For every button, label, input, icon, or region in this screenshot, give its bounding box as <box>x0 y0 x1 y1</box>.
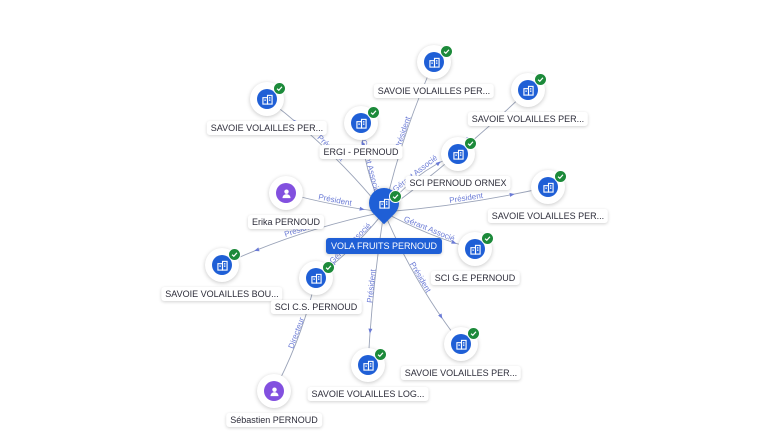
edge-center-n12 <box>367 211 385 366</box>
node-label[interactable]: SAVOIE VOLAILLES PER... <box>467 112 589 126</box>
edge-arrow-icon <box>368 328 373 334</box>
verified-check-icon <box>273 82 286 95</box>
edge-arrow-icon <box>451 239 457 244</box>
node-label[interactable]: VOLA FRUITS PERNOUD <box>325 238 443 254</box>
building-icon <box>257 89 277 109</box>
building-icon <box>448 144 468 164</box>
node-circle[interactable] <box>441 137 475 171</box>
verified-check-icon <box>554 170 567 183</box>
verified-check-icon <box>534 73 547 86</box>
building-icon <box>518 80 538 100</box>
node-circle[interactable] <box>458 232 492 266</box>
edge-arrow-icon <box>435 161 441 167</box>
building-icon <box>538 177 558 197</box>
person-icon <box>264 381 284 401</box>
verified-check-icon <box>467 327 480 340</box>
edge-center-n6 <box>383 186 549 213</box>
verified-check-icon <box>374 348 387 361</box>
edge-label: Directeur <box>287 316 307 350</box>
edge-label: Président <box>318 192 354 207</box>
building-icon <box>451 334 471 354</box>
verified-check-icon <box>322 261 335 274</box>
verified-check-icon <box>440 45 453 58</box>
node-label[interactable]: SAVOIE VOLAILLES BOU... <box>161 287 283 301</box>
node-circle[interactable] <box>269 176 303 210</box>
node-label[interactable]: SAVOIE VOLAILLES PER... <box>206 121 328 135</box>
node-circle[interactable] <box>257 374 291 408</box>
node-label[interactable]: SCI C.S. PERNOUD <box>270 300 362 314</box>
edge-arrow-icon <box>359 206 365 211</box>
node-label[interactable]: SAVOIE VOLAILLES PER... <box>487 209 609 223</box>
building-icon <box>465 239 485 259</box>
building-icon <box>374 193 394 213</box>
node-label[interactable]: SCI G.E PERNOUD <box>430 271 520 285</box>
verified-check-icon <box>367 106 380 119</box>
node-circle[interactable] <box>205 248 239 282</box>
edge-label: Président <box>365 268 378 303</box>
node-label[interactable]: SAVOIE VOLAILLES LOG... <box>307 387 429 401</box>
node-label[interactable]: SCI PERNOUD ORNEX <box>405 176 511 190</box>
building-icon <box>351 113 371 133</box>
edge-arrow-icon <box>509 192 515 197</box>
verified-check-icon <box>464 137 477 150</box>
building-icon <box>358 355 378 375</box>
node-circle[interactable] <box>362 181 406 225</box>
building-icon <box>424 52 444 72</box>
verified-check-icon <box>228 248 241 261</box>
edge-label: Président <box>408 260 433 294</box>
building-icon <box>306 268 326 288</box>
edge-center-n9 <box>221 211 385 266</box>
verified-check-icon <box>389 190 402 203</box>
node-label[interactable]: SAVOIE VOLAILLES PER... <box>373 84 495 98</box>
person-icon <box>276 183 296 203</box>
node-label[interactable]: ERGI - PERNOUD <box>319 145 403 159</box>
node-label[interactable]: Erika PERNOUD <box>247 215 325 229</box>
building-icon <box>212 255 232 275</box>
node-label[interactable]: SAVOIE VOLAILLES PER... <box>400 366 522 380</box>
verified-check-icon <box>481 232 494 245</box>
node-label[interactable]: Sébastien PERNOUD <box>226 413 322 427</box>
edge-arrow-icon <box>438 313 443 319</box>
edge-arrow-icon <box>254 247 260 252</box>
